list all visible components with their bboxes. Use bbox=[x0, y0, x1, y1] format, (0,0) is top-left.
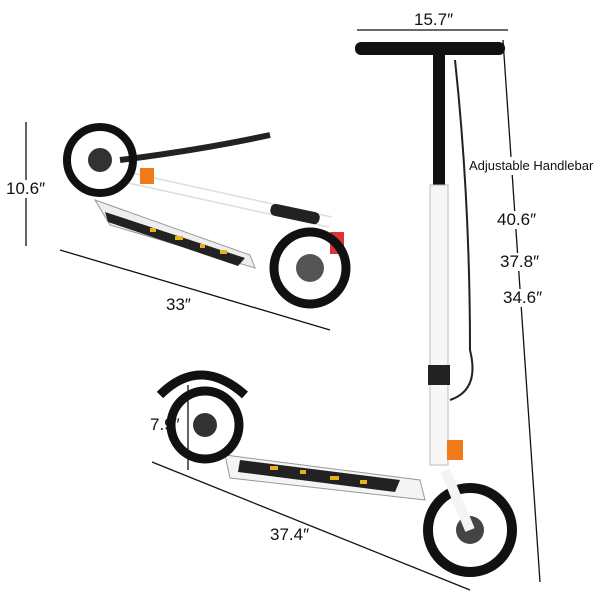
rear-fender bbox=[156, 370, 248, 399]
height-line bbox=[502, 39, 541, 583]
folded-length-label: 33″ bbox=[166, 295, 191, 314]
handlebar-grip bbox=[355, 42, 505, 55]
folded-scooter bbox=[63, 123, 351, 309]
height-min-label: 34.6″ bbox=[503, 288, 543, 307]
dimension-lines bbox=[25, 29, 541, 591]
unfolded-length-label: 37.4″ bbox=[270, 525, 310, 544]
handlebar-width-label: 15.7″ bbox=[414, 10, 454, 29]
adjustable-handlebar-label: Adjustable Handlebar bbox=[469, 157, 594, 175]
unfolded-length-line bbox=[151, 461, 471, 591]
folded-length-line bbox=[59, 249, 331, 331]
wheel-diameter-label: 7.9″ bbox=[150, 415, 180, 434]
folded-height-label: 10.6″ bbox=[6, 179, 46, 198]
unfolded-scooter bbox=[156, 42, 517, 577]
height-mid-label: 37.8″ bbox=[500, 252, 540, 271]
height-max-label: 40.6″ bbox=[497, 210, 537, 229]
